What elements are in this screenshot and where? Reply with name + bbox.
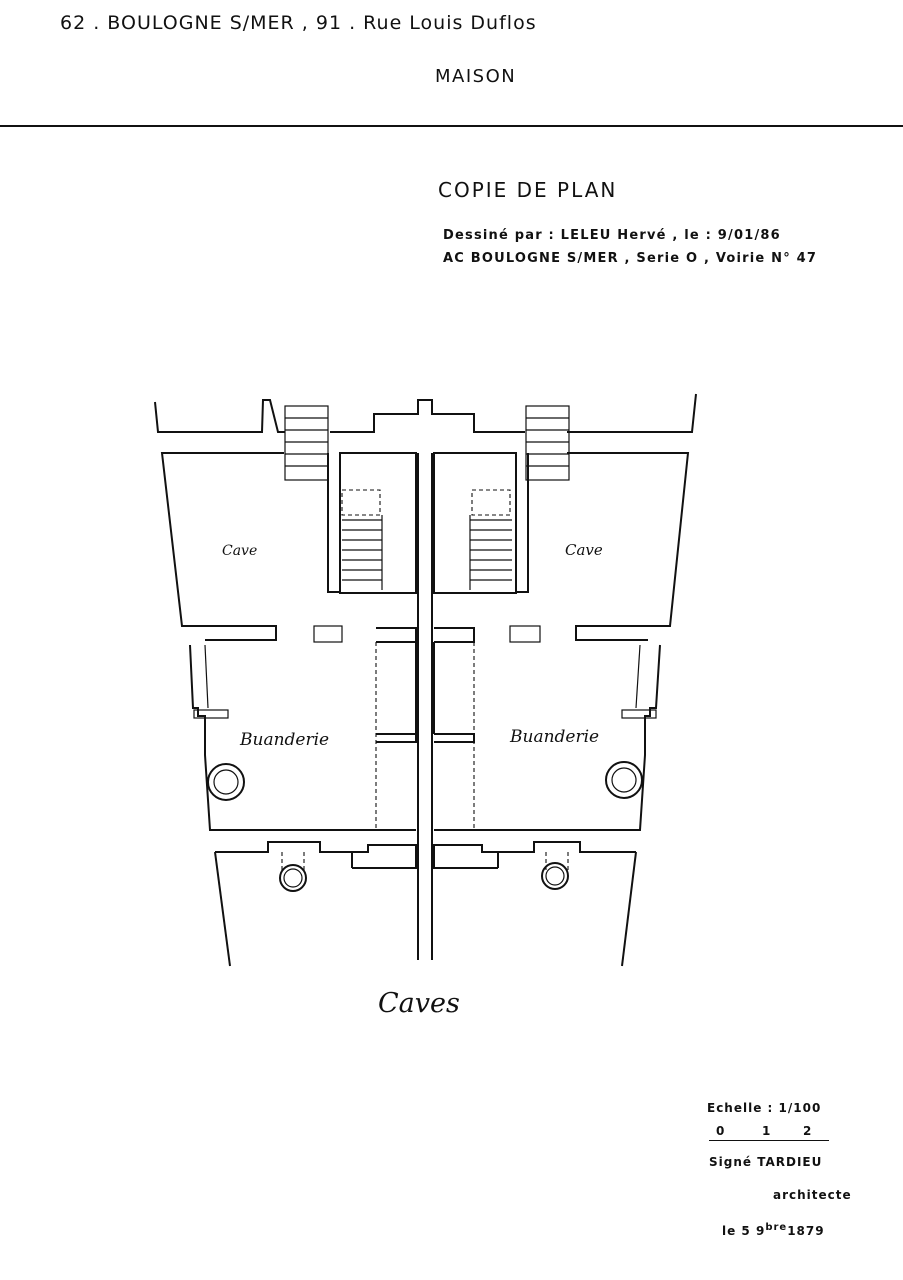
top-right-boundary — [567, 393, 697, 433]
corridor-partition-left-mid — [376, 733, 417, 743]
corridor-partition-right-top — [434, 627, 475, 643]
cave-left-pillar — [313, 625, 343, 643]
header-divider — [0, 125, 903, 127]
well-right-inner — [545, 866, 565, 886]
scale-tick-1: 1 — [762, 1124, 772, 1138]
buanderie-right-copper-inner — [611, 767, 637, 793]
floor-plan: Cave Cave Buanderie Buanderie Caves — [154, 393, 697, 1019]
lower-step-left — [351, 844, 417, 869]
signature-date-prefix: le 5 9 — [722, 1224, 766, 1238]
corridor-partition-left-top — [376, 627, 417, 643]
lower-wall-left — [214, 851, 231, 967]
inner-stair-right-treads — [469, 515, 512, 590]
top-center-boundary — [330, 399, 525, 433]
buanderie-right-jamb — [635, 644, 641, 709]
room-label-cave-left: Cave — [222, 543, 257, 559]
inner-stair-left-treads — [342, 515, 383, 590]
buanderie-left-jamb — [204, 644, 209, 709]
well-left — [279, 864, 307, 892]
signature-year: 1879 — [787, 1224, 825, 1238]
address-line: 62 . BOULOGNE S/MER , 91 . Rue Louis Duf… — [60, 12, 537, 34]
building-type: MAISON — [435, 66, 517, 87]
buanderie-right-niche — [621, 709, 657, 719]
buanderie-right-wall — [434, 644, 661, 831]
lower-boundary-left — [215, 841, 352, 853]
lower-boundary-right — [498, 841, 636, 853]
drawn-by: Dessiné par : LELEU Hervé , le : 9/01/86 — [443, 228, 781, 243]
plan-title: COPIE DE PLAN — [438, 178, 618, 202]
inner-stair-left-landing — [341, 489, 381, 516]
buanderie-right-copper — [605, 761, 643, 799]
well-right — [541, 862, 569, 890]
signature-date: le 5 9bre1879 — [722, 1222, 825, 1238]
archive-reference: AC BOULOGNE S/MER , Serie O , Voirie N° … — [443, 251, 818, 266]
stair-outer-right-treads — [526, 417, 569, 467]
top-boundary — [154, 399, 285, 433]
cave-right-wall — [567, 452, 690, 641]
cave-left-inner-wall — [327, 453, 341, 593]
buanderie-left-wall — [189, 644, 416, 831]
stair-outer-left-treads — [285, 417, 328, 467]
well-left-inner — [283, 868, 303, 888]
scale-label: Echelle : 1/100 — [707, 1101, 822, 1115]
plan-caption: Caves — [378, 988, 460, 1019]
lower-step-right — [433, 844, 499, 869]
corridor-partition-right-mid — [434, 733, 475, 743]
scale-tick-2: 2 — [803, 1124, 813, 1138]
cave-left-wall — [160, 452, 284, 641]
lower-wall-right — [621, 851, 637, 967]
buanderie-left-niche — [193, 709, 229, 719]
signature-date-superscript: bre — [765, 1222, 788, 1233]
buanderie-left-copper-inner — [213, 769, 239, 795]
inner-stair-left-frame — [339, 452, 417, 594]
stair-outer-right — [525, 405, 570, 481]
room-label-buanderie-right: Buanderie — [509, 727, 599, 747]
signed-by: Signé TARDIEU — [709, 1155, 823, 1169]
cave-right-pillar — [509, 625, 541, 643]
room-label-cave-right: Cave — [565, 541, 603, 559]
scale-tick-0: 0 — [716, 1124, 726, 1138]
inner-stair-right-frame — [433, 452, 517, 594]
buanderie-left-copper — [207, 763, 245, 801]
inner-stair-right-landing — [471, 489, 511, 516]
room-label-buanderie-left: Buanderie — [239, 730, 329, 750]
stair-outer-left — [284, 405, 329, 481]
signer-role: architecte — [773, 1188, 852, 1202]
scale-bar — [709, 1140, 829, 1141]
